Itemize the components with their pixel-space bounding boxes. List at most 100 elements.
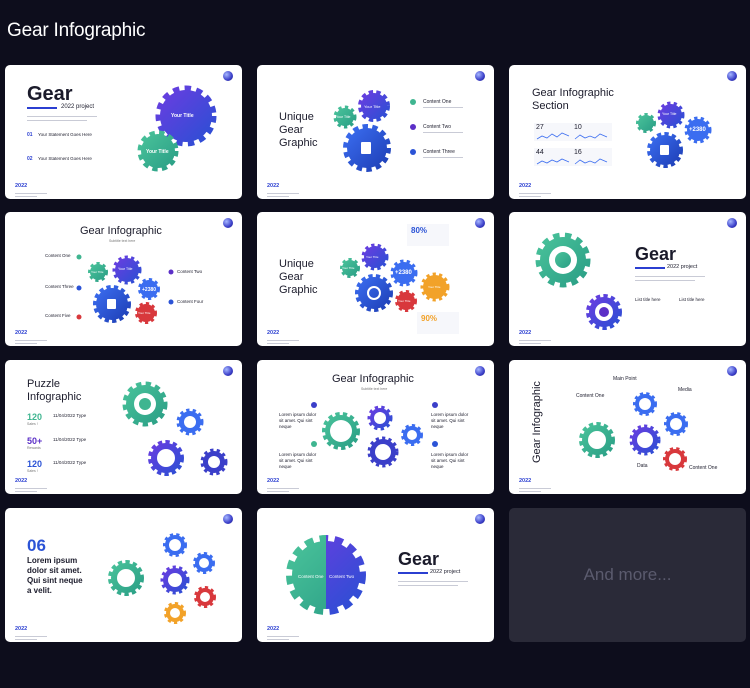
slide-5-title: Unique Gear Graphic bbox=[279, 258, 318, 296]
brand-logo bbox=[727, 366, 737, 376]
brand-logo bbox=[475, 514, 485, 524]
slide-7-row-2-value: 50+ bbox=[27, 436, 43, 446]
gear-art-6 bbox=[535, 232, 622, 330]
slide-11-left: Content One bbox=[298, 574, 324, 579]
gear-art-5 bbox=[340, 224, 459, 334]
slide-9-label-3: Content One bbox=[576, 393, 605, 399]
slide-6-list-b: List title here bbox=[679, 297, 705, 302]
slide-1-subtitle: 2022 project bbox=[61, 104, 95, 110]
footer-year: 2022 bbox=[267, 626, 280, 632]
slide-6-title: Gear bbox=[635, 244, 677, 264]
slide-1-item-2-label: Your Statement Goes Here bbox=[38, 156, 92, 161]
footer-year: 2022 bbox=[267, 478, 280, 484]
gear-art-2 bbox=[333, 90, 416, 172]
slide-7-row-3-unit: Sales ! bbox=[27, 469, 38, 473]
slide-5-stat-a: 80% bbox=[411, 226, 428, 235]
slide-11-right: Content Two bbox=[329, 574, 355, 579]
brand-logo bbox=[223, 514, 233, 524]
slide-11-title: Gear bbox=[398, 549, 440, 569]
slide-2-gear-b: Your Title bbox=[336, 115, 351, 119]
slide-10-number: 06 bbox=[27, 536, 46, 555]
slide-7-row-1-value: 120 bbox=[27, 412, 43, 422]
slide-10-text: Lorem ipsum dolor sit amet. Qui sint neq… bbox=[27, 556, 83, 595]
slide-2-item-1: Content One bbox=[423, 99, 452, 105]
slide-2-title: Unique Gear Graphic bbox=[279, 111, 318, 149]
slide-8-text-2: Lorem ipsum dolor sit amet. Qui sint neq… bbox=[279, 452, 317, 469]
slide-9-title: Gear Infographic bbox=[531, 381, 543, 463]
slide-1-item-2-num: 02 bbox=[27, 156, 33, 162]
slide-thumbnail-11[interactable]: Content One Content Two Gear 2022 projec… bbox=[257, 508, 494, 642]
slide-thumbnail-8[interactable]: Gear Infographic Subtitle text here Lore… bbox=[257, 360, 494, 494]
slide-3-title: Gear Infographic Section bbox=[532, 87, 614, 112]
slide-4-item-5: Content Five bbox=[45, 313, 71, 318]
slide-7-row-1-type: 11/04/2022 Type bbox=[53, 413, 87, 418]
slide-2-gear-a: Your Title bbox=[364, 104, 381, 109]
slide-thumbnail-2[interactable]: Unique Gear Graphic Your Title Your Titl… bbox=[257, 65, 494, 199]
slide-thumbnail-6[interactable]: Gear 2022 project List title here List t… bbox=[509, 212, 746, 346]
slide-thumbnail-10[interactable]: 06 Lorem ipsum dolor sit amet. Qui sint … bbox=[5, 508, 242, 642]
slide-thumbnail-4[interactable]: Gear Infographic Subtitle text here Your… bbox=[5, 212, 242, 346]
brand-logo bbox=[475, 366, 485, 376]
and-more-card[interactable]: And more... bbox=[509, 508, 746, 642]
slide-4-gear-c: Your Title bbox=[138, 311, 151, 315]
slide-8-text-4: Lorem ipsum dolor sit amet. Qui sint neq… bbox=[431, 452, 469, 469]
slide-thumbnail-7[interactable]: Puzzle Infographic 120 Sales ! 11/04/202… bbox=[5, 360, 242, 494]
slide-7-title: Puzzle Infographic bbox=[27, 378, 82, 403]
slide-3-stat-2: 10 bbox=[574, 124, 582, 131]
slide-1-item-1-num: 01 bbox=[27, 132, 33, 138]
slide-4-badge: +2380 bbox=[142, 287, 157, 293]
slide-thumbnail-3[interactable]: Gear Infographic Section +2380 Your Titl… bbox=[509, 65, 746, 199]
gear-art-10 bbox=[108, 533, 216, 624]
slide-thumbnail-5[interactable]: Unique Gear Graphic +2380 Your Title You… bbox=[257, 212, 494, 346]
footer-year: 2022 bbox=[15, 183, 28, 189]
gear-art-7 bbox=[122, 381, 228, 476]
slide-1-gear-b: Your Title bbox=[146, 149, 169, 155]
slide-9-label-1: Main Point bbox=[613, 376, 637, 382]
slide-5-gear-b: Your Title bbox=[342, 266, 355, 270]
slide-7-row-3-value: 120 bbox=[27, 459, 43, 469]
footer-year: 2022 bbox=[15, 478, 28, 484]
brand-logo bbox=[223, 366, 233, 376]
brand-logo bbox=[475, 218, 485, 228]
slide-1-gear-a: Your Title bbox=[171, 113, 194, 119]
footer-year: 2022 bbox=[15, 330, 28, 336]
slide-4-subtitle: Subtitle text here bbox=[109, 239, 136, 243]
footer-year: 2022 bbox=[267, 183, 280, 189]
gear-art-8 bbox=[311, 402, 438, 468]
slide-7-row-2-unit: Rewards bbox=[27, 446, 41, 450]
slide-5-stat-b: 90% bbox=[421, 314, 438, 323]
slide-thumbnail-1[interactable]: Gear 2022 project 01 Your Statement Goes… bbox=[5, 65, 242, 199]
slide-1-title: Gear bbox=[27, 83, 73, 105]
slide-7-row-3-type: 11/04/2022 Type bbox=[53, 460, 87, 465]
gear-art-11 bbox=[286, 535, 366, 615]
slide-9-label-5: Content One bbox=[689, 465, 718, 471]
slide-7-row-1-unit: Sales ! bbox=[27, 422, 38, 426]
slide-2-item-3: Content Three bbox=[423, 149, 455, 155]
slide-5-gear-c: Your Title bbox=[398, 299, 411, 303]
slide-4-gear-a: Your Title bbox=[118, 267, 133, 271]
slide-3-stat-3: 44 bbox=[536, 149, 544, 156]
gear-art-9 bbox=[579, 392, 688, 471]
slide-4-item-3: Content Three bbox=[45, 284, 74, 289]
slide-4-item-2: Content Two bbox=[177, 269, 203, 274]
slide-5-badge: +2380 bbox=[395, 270, 412, 276]
slide-4-gear-b: Your Title bbox=[91, 270, 104, 274]
footer-year: 2022 bbox=[519, 478, 532, 484]
slide-thumbnail-9[interactable]: Gear Infographic Main Point Media Conten… bbox=[509, 360, 746, 494]
slide-8-text-3: Lorem ipsum dolor sit amet. Qui sint neq… bbox=[431, 412, 469, 429]
slide-9-label-2: Media bbox=[678, 387, 692, 393]
page-title: Gear Infographic bbox=[7, 20, 146, 41]
and-more-label: And more... bbox=[583, 565, 672, 584]
footer-year: 2022 bbox=[519, 183, 532, 189]
gear-art-3 bbox=[534, 101, 712, 168]
slide-5-gear-a: Your Title bbox=[366, 255, 379, 259]
slide-2-item-2: Content Two bbox=[423, 124, 451, 130]
slide-3-stat-1: 27 bbox=[536, 124, 544, 131]
slide-3-gear-a: Your Title bbox=[662, 112, 677, 116]
footer-year: 2022 bbox=[519, 330, 532, 336]
brand-logo bbox=[727, 71, 737, 81]
slide-4-title: Gear Infographic bbox=[80, 225, 162, 237]
slide-6-subtitle: 2022 project bbox=[667, 264, 698, 270]
brand-logo bbox=[223, 71, 233, 81]
slide-4-item-1: Content One bbox=[45, 253, 71, 258]
